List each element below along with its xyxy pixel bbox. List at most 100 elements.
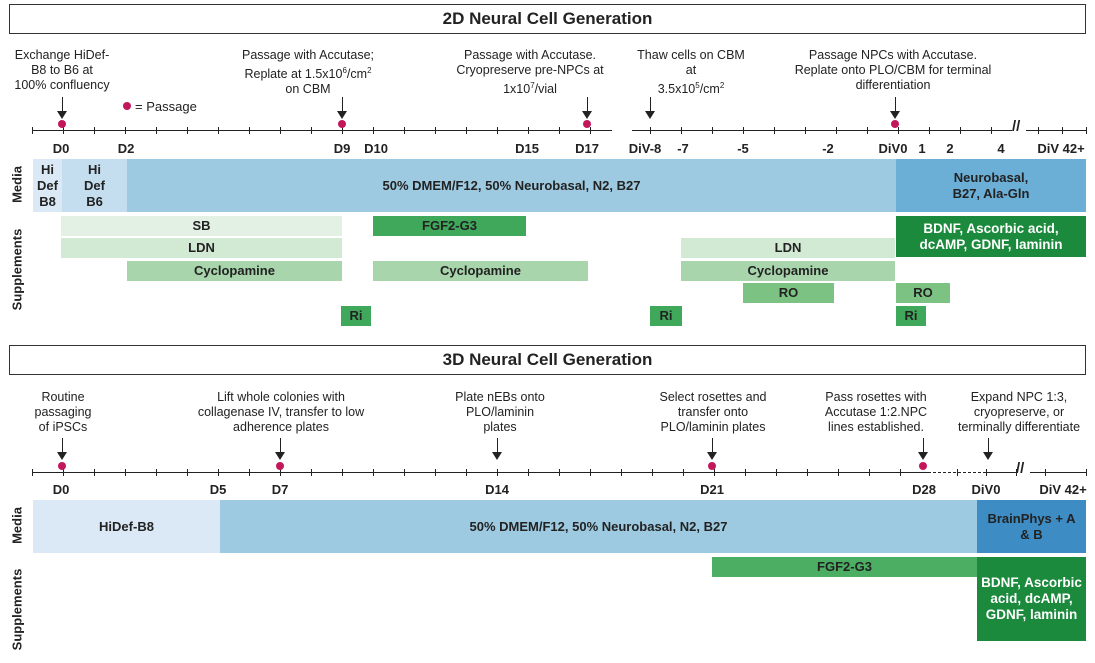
timepoint-label: -7 [677, 141, 689, 156]
timepoint-label: D21 [700, 482, 724, 497]
axis-tick [986, 469, 987, 476]
arrow [587, 97, 588, 113]
axis-tick [280, 127, 281, 134]
axis-tick [342, 469, 343, 476]
arrowhead [890, 111, 900, 119]
timeline-axis-3d-end [1030, 472, 1086, 473]
note-passage-replate: Passage with Accutase; Replate at 1.5x10… [238, 48, 378, 97]
section-title-2d: 2D Neural Cell Generation [9, 4, 1086, 34]
passage-dot [58, 120, 66, 128]
axis-tick [466, 127, 467, 134]
axis-tick [898, 127, 899, 134]
axis-tick [590, 469, 591, 476]
passage-dot [338, 120, 346, 128]
supp-fgf2-g3: FGF2-G3 [373, 216, 526, 236]
note-thaw: Thaw cells on CBM at 3.5x105/cm2 [632, 48, 750, 97]
supp-ri: Ri [896, 306, 926, 326]
axis-tick [1045, 469, 1046, 476]
note-routine-passaging: Routine passaging of iPSCs [34, 390, 92, 434]
note-text: /vial [534, 82, 557, 97]
timepoint-label: D7 [271, 482, 289, 497]
axis-tick [125, 127, 126, 134]
axis-tick [1016, 469, 1017, 476]
supplements-label: Supplements [9, 568, 25, 651]
axis-tick [156, 127, 157, 134]
note-text: Passage with Accutase; [241, 48, 375, 62]
media-neurobasal: Neurobasal, B27, Ala-Gln [896, 159, 1086, 212]
arrow [650, 97, 651, 113]
axis-tick [867, 127, 868, 134]
axis-tick [621, 469, 622, 476]
axis-tick [404, 469, 405, 476]
axis-tick [1062, 127, 1063, 134]
legend-passage-dot [123, 102, 131, 110]
arrowhead [983, 452, 993, 460]
supp-ldn: LDN [681, 238, 895, 258]
note-sup: 6 [342, 66, 347, 75]
media-dmem-main: 50% DMEM/F12, 50% Neurobasal, N2, B27 [220, 500, 977, 553]
supp-cyclopamine: Cyclopamine [127, 261, 342, 281]
arrowhead [707, 452, 717, 460]
axis-tick [714, 469, 715, 476]
note-text: 1x10 [503, 82, 531, 97]
supp-sb: SB [61, 216, 342, 236]
note-text: on CBM [285, 82, 331, 97]
axis-tick [745, 469, 746, 476]
arrowhead [918, 452, 928, 460]
axis-tick [836, 127, 837, 134]
supp-bdnf-cocktail: BDNF, Ascorbic acid, dcAMP, GDNF, lamini… [896, 216, 1086, 257]
media-label: Media [9, 166, 25, 203]
note-expand-npc: Expand NPC 1:3, cryopreserve, or termina… [957, 390, 1081, 434]
axis-tick [929, 127, 930, 134]
axis-tick [957, 469, 958, 476]
axis-tick [559, 469, 560, 476]
note-text: /cm [699, 82, 720, 97]
axis-tick [559, 127, 560, 134]
axis-tick [125, 469, 126, 476]
axis-tick [94, 127, 95, 134]
timepoint-label: DiV 42+ [1039, 482, 1087, 497]
axis-tick [187, 127, 188, 134]
axis-tick [528, 127, 529, 134]
timeline-axis-3d [32, 472, 928, 473]
axis-tick [497, 127, 498, 134]
media-brainphys: BrainPhys + A & B [977, 500, 1086, 553]
timeline-axis-2d-left [32, 130, 612, 131]
timepoint-label: 4 [997, 141, 1005, 156]
timepoint-label: D10 [364, 141, 388, 156]
arrowhead [57, 111, 67, 119]
supp-fgf2-g3: FGF2-G3 [712, 557, 977, 577]
supp-ri: Ri [341, 306, 371, 326]
supplements-label: Supplements [9, 228, 25, 311]
axis-tick [838, 469, 839, 476]
axis-tick [805, 127, 806, 134]
note-text: Replate at 1.5x10 [244, 67, 343, 82]
passage-dot [276, 462, 284, 470]
axis-tick [94, 469, 95, 476]
axis-tick [652, 469, 653, 476]
axis-tick [187, 469, 188, 476]
axis-tick [681, 127, 682, 134]
supp-ldn: LDN [61, 238, 342, 258]
supp-cyclopamine: Cyclopamine [373, 261, 588, 281]
note-text: Thaw cells on CBM at [637, 48, 745, 77]
axis-tick [590, 127, 591, 134]
arrowhead [492, 452, 502, 460]
note-sup: 2 [367, 66, 372, 75]
timepoint-label: D9 [333, 141, 351, 156]
timepoint-label: DiV 42+ [1037, 141, 1085, 156]
axis-tick [249, 127, 250, 134]
media-dmem-main: 50% DMEM/F12, 50% Neurobasal, N2, B27 [127, 159, 896, 212]
axis-tick [900, 469, 901, 476]
note-text: /cm [346, 67, 368, 82]
axis-tick [311, 469, 312, 476]
note-select-rosettes: Select rosettes and transfer onto PLO/la… [659, 390, 767, 434]
axis-tick [63, 127, 64, 134]
timepoint-label: D17 [575, 141, 599, 156]
timepoint-label: D15 [515, 141, 539, 156]
note-text: Passage with Accutase. [463, 48, 597, 62]
axis-tick [435, 127, 436, 134]
axis-tick [311, 127, 312, 134]
timepoint-label: D0 [52, 141, 70, 156]
note-text: Cryopreserve pre-NPCs at [456, 63, 604, 77]
